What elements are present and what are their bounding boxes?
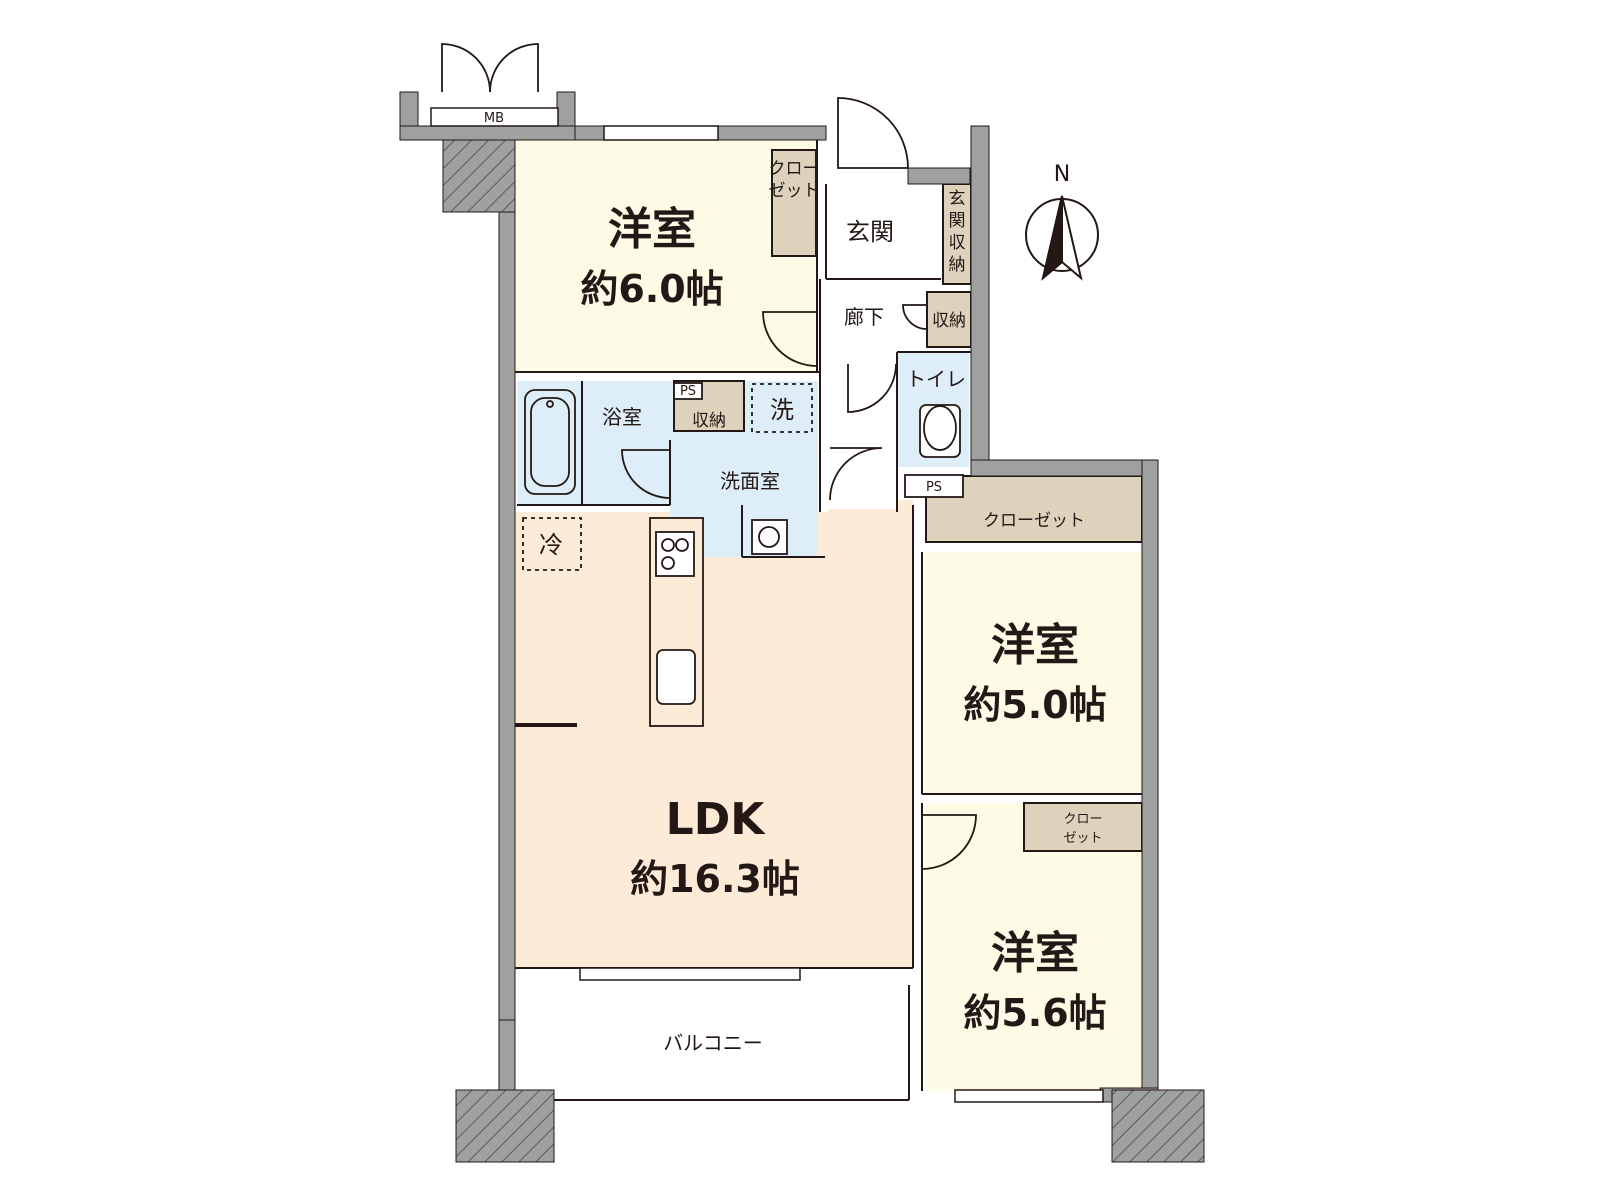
vanity-sink	[758, 526, 780, 548]
stove	[655, 531, 695, 577]
ps-label-2: PS	[926, 480, 942, 495]
ps-box-2	[904, 474, 964, 498]
washer-space	[751, 383, 813, 433]
entrance-floor	[826, 184, 941, 279]
closet-1	[771, 149, 817, 257]
western-room-1-size: 約6.0帖	[580, 267, 723, 311]
washer-label: 洗	[770, 396, 794, 424]
bathtub	[524, 389, 576, 495]
entrance-storage-char-3: 収	[949, 233, 966, 253]
stove-burner-1	[661, 538, 675, 552]
ldk-floor	[515, 512, 913, 968]
door-corridor-ldk	[829, 447, 883, 501]
toilet-label: トイレ	[906, 367, 966, 391]
window-ldk	[579, 967, 801, 981]
compass-label: N	[1054, 162, 1070, 187]
ldk-size: 約16.3帖	[630, 857, 800, 901]
door-bath	[621, 449, 671, 499]
washroom-storage-label: 収納	[692, 411, 726, 431]
corridor-label: 廊下	[844, 305, 884, 329]
fridge-label: 冷	[539, 531, 563, 559]
door-toilet-corridor	[847, 363, 897, 413]
wall-east-step	[970, 459, 1157, 477]
western-room-2-name: 洋室	[991, 620, 1079, 671]
washroom-storage-box	[673, 380, 745, 432]
closet-2-label: クローゼット	[983, 511, 1085, 531]
door-room1	[762, 311, 818, 367]
door-mb-right	[489, 43, 539, 93]
labels: N 洋室 約6.0帖 LDK 約16.3帖 洋室 約5.0帖 洋室 約5.6帖 …	[484, 111, 1107, 1055]
kitchen-sink	[656, 649, 696, 705]
closet-1-label-line-2: ゼット	[769, 181, 820, 201]
ps-box-1	[673, 382, 703, 400]
western-room-2-size: 約5.0帖	[963, 683, 1106, 727]
bathtub-inner	[530, 397, 570, 487]
door-corridor-storage	[902, 304, 928, 330]
ps-label-1: PS	[680, 384, 696, 399]
western-room-3-size: 約5.6帖	[963, 991, 1106, 1035]
compass	[1025, 195, 1099, 281]
pillar-se	[1111, 1089, 1205, 1163]
window-room1	[603, 125, 719, 141]
wall-north-mid	[717, 125, 827, 141]
balcony-label: バルコニー	[663, 1031, 763, 1055]
door-room3	[921, 814, 977, 870]
western-room-3-name: 洋室	[991, 928, 1079, 979]
bathtub-drain	[546, 400, 554, 408]
balcony-floor	[515, 985, 909, 1100]
pillar-nw	[442, 139, 516, 213]
door-mb-left	[441, 43, 491, 93]
fridge-space	[522, 517, 582, 571]
storage-label: 収納	[932, 311, 966, 331]
entrance-label: 玄関	[846, 218, 894, 246]
closet-3-label-line-1: クロー	[1063, 812, 1102, 827]
pillar-sw	[455, 1089, 555, 1163]
window-mb	[430, 107, 559, 127]
wall-west-balcony	[498, 1019, 516, 1091]
washroom-label: 洗面室	[720, 469, 780, 493]
doors	[441, 43, 977, 870]
closet-3-label-line-2: ゼット	[1063, 831, 1102, 846]
bathroom-label: 浴室	[602, 405, 642, 429]
wall-east	[1141, 459, 1159, 1101]
toilet-bowl	[923, 405, 957, 451]
fixtures	[522, 382, 964, 727]
stove-burner-2	[675, 538, 689, 552]
wall-mb-bottom	[399, 125, 576, 141]
wall-west	[498, 139, 516, 1021]
door-front	[837, 97, 909, 169]
entrance-storage-char-2: 関	[949, 211, 966, 231]
wall-east-upper	[970, 125, 990, 469]
wall-north-entry	[907, 167, 971, 185]
windows	[430, 107, 1104, 1103]
stove-burner-3	[661, 556, 675, 570]
compass-needle-half	[1041, 195, 1063, 281]
entrance-storage-char-1: 玄	[949, 189, 966, 209]
closet-1-label-line-1: クロー	[769, 159, 820, 179]
mb-label: MB	[484, 111, 504, 126]
walls	[399, 91, 1205, 1163]
entrance-storage-char-4: 納	[949, 255, 966, 275]
vanity	[751, 519, 788, 555]
western-room-2-floor	[926, 552, 1142, 794]
western-room-1-name: 洋室	[608, 204, 696, 255]
ldk-name: LDK	[666, 794, 767, 845]
window-room3	[954, 1089, 1104, 1103]
